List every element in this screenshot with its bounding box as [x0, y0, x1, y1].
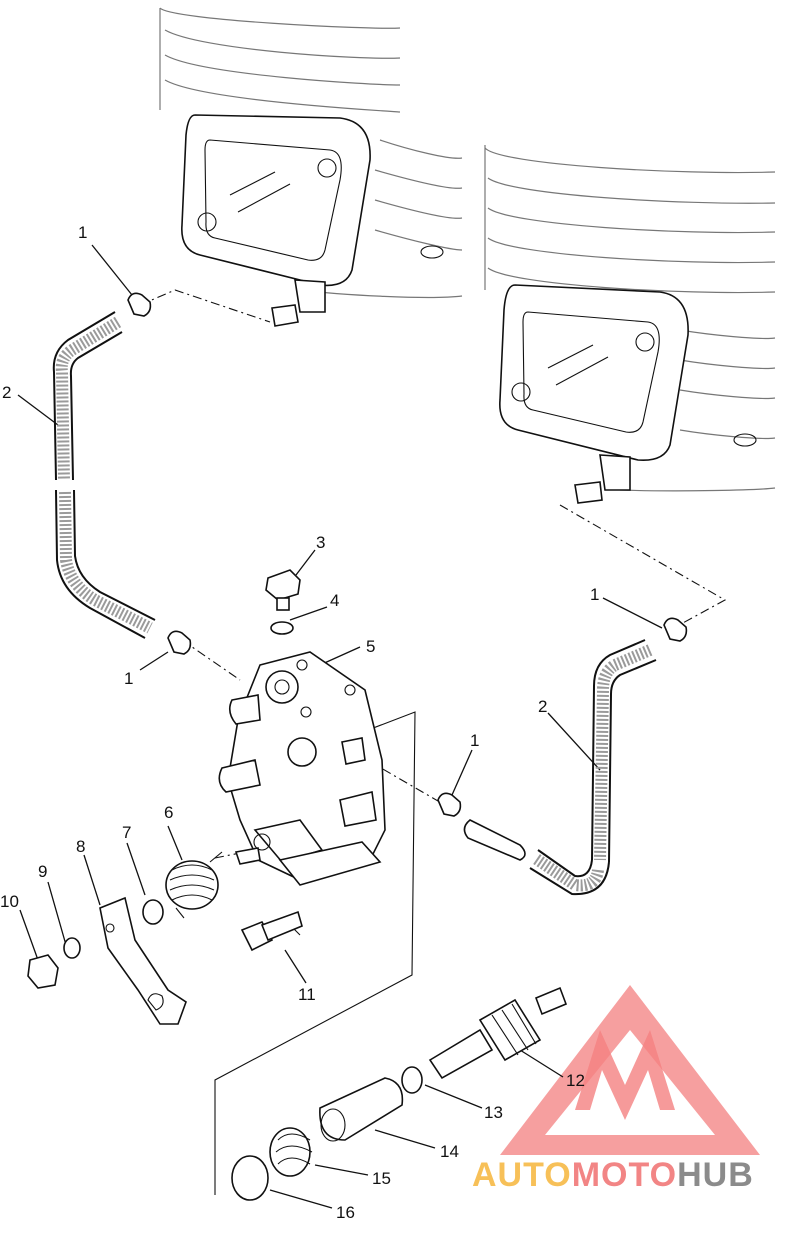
drive-shaft-gear — [428, 986, 568, 1080]
callout-4: 4 — [330, 591, 339, 610]
pump-sleeve — [319, 1077, 404, 1142]
clamp-1c — [663, 617, 688, 642]
callout-1-lower: 1 — [470, 731, 479, 750]
left-cylinder — [159, 7, 463, 327]
callout-1-mid-left: 1 — [124, 669, 133, 688]
callout-labels: 1 2 3 4 5 1 1 2 1 6 7 8 9 10 11 12 13 14… — [0, 223, 599, 1222]
callout-1-top-left: 1 — [78, 223, 87, 242]
oil-pump-body — [218, 651, 386, 886]
sealing-washer — [270, 621, 294, 635]
lock-washer — [63, 937, 81, 959]
control-lever — [99, 896, 187, 1025]
callout-15: 15 — [372, 1169, 391, 1188]
callout-11: 11 — [298, 985, 316, 1004]
flat-washer — [142, 899, 164, 925]
callout-5: 5 — [366, 637, 375, 656]
callout-3: 3 — [316, 533, 325, 552]
watermark-auto: AUTO — [472, 1156, 572, 1194]
clamp-1d — [437, 792, 462, 817]
callout-2-left: 2 — [2, 383, 11, 402]
watermark-logo: AUTOMOTOHUB — [472, 985, 760, 1194]
callout-2-right: 2 — [538, 697, 547, 716]
watermark-m-icon — [575, 1030, 675, 1120]
callout-9: 9 — [38, 862, 47, 881]
mounting-bolt — [240, 910, 303, 952]
callout-10: 10 — [0, 892, 19, 911]
plunger-spring — [269, 1127, 313, 1177]
hose-clamps — [127, 292, 688, 817]
callout-12: 12 — [566, 1071, 585, 1090]
o-ring — [231, 1155, 269, 1201]
callout-16: 16 — [336, 1203, 355, 1222]
hex-nut — [27, 954, 59, 989]
watermark-hub: HUB — [677, 1156, 754, 1194]
hose-left — [52, 311, 156, 639]
svg-text:AUTOMOTOHUB: AUTOMOTOHUB — [472, 1156, 754, 1194]
hose-right — [463, 639, 657, 896]
right-cylinder — [484, 145, 776, 504]
callout-7: 7 — [122, 823, 131, 842]
clamp-1b — [167, 630, 192, 655]
clamp-1a — [127, 292, 152, 317]
callout-1-right: 1 — [590, 585, 599, 604]
callout-8: 8 — [76, 837, 85, 856]
watermark-triangle-icon — [500, 985, 760, 1155]
shaft-seal — [401, 1066, 423, 1094]
return-spring — [165, 851, 223, 919]
callout-6: 6 — [164, 803, 173, 822]
bleed-screw — [265, 569, 301, 611]
callout-14: 14 — [440, 1142, 459, 1161]
callout-13: 13 — [484, 1103, 503, 1122]
watermark-moto: MOTO — [572, 1156, 677, 1194]
